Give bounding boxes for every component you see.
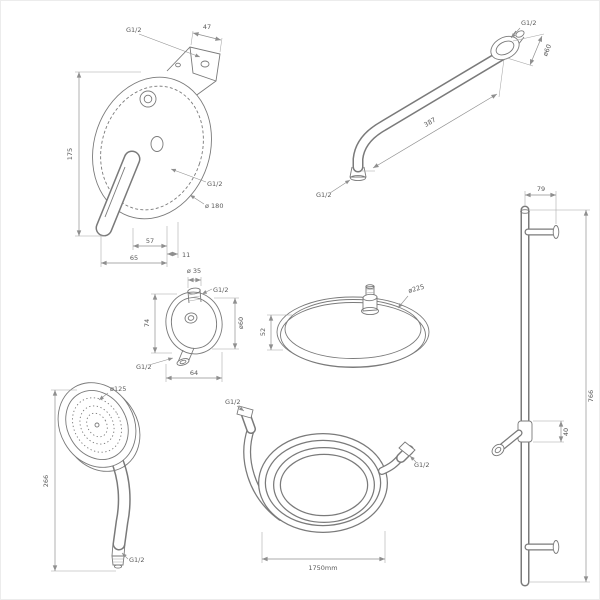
mixer-drawing: 175 G1/2 47 G1/2 ø 180 57 11 65 xyxy=(66,23,223,267)
hose-coil xyxy=(243,425,405,533)
mixer-lever-handle xyxy=(95,150,141,237)
mixer-d11-label: 11 xyxy=(182,251,190,259)
mixer-dimensions: 175 G1/2 47 G1/2 ø 180 57 11 65 xyxy=(66,23,223,267)
mixer-thread-side-label: G1/2 xyxy=(207,180,223,188)
mixer-d65-label: 65 xyxy=(130,254,138,262)
arm-length-label: 387 xyxy=(423,116,438,129)
elbow-stub-dia-label: ø 35 xyxy=(187,267,201,275)
arm-wall-flange xyxy=(490,30,525,61)
mixer-diverter-knob xyxy=(139,90,157,108)
elbow-plate xyxy=(165,291,223,355)
rail-bottom-bracket xyxy=(524,540,560,554)
hand-shower-head xyxy=(57,382,141,472)
arm-flange-dia-label: ø60 xyxy=(541,43,553,57)
mixer-plate-dia-label: ø 180 xyxy=(205,202,223,210)
hand-shower-dimensions: ø125 266 G1/2 xyxy=(42,385,145,572)
hose-thread-out-label: G1/2 xyxy=(414,461,430,469)
arm-tube xyxy=(352,49,508,173)
elbow-outlet-nozzle xyxy=(176,347,195,366)
shower-hose-drawing: G1/2 G1/2 1750mm xyxy=(225,398,430,572)
head-disc-top xyxy=(284,299,422,359)
hose-thread-in-label: G1/2 xyxy=(225,398,241,406)
hand-thread-label: G1/2 xyxy=(129,556,145,564)
arm-thread-wall-label: G1/2 xyxy=(521,19,537,27)
hose-left-fitting xyxy=(236,405,256,434)
elbow-dimensions: ø 35 G1/2 74 ø60 G1/2 64 xyxy=(136,267,245,382)
rail-offset-label: 79 xyxy=(537,185,545,193)
elbow-thread-bottom-label: G1/2 xyxy=(136,363,152,371)
hand-dia-label: ø125 xyxy=(110,385,126,393)
mixer-cartridge xyxy=(150,136,164,152)
mixer-thread-top-label: G1/2 xyxy=(126,26,142,34)
head-dia-label: ø225 xyxy=(407,283,425,295)
mixer-plate-inner xyxy=(100,85,204,211)
rail-holder-label: 40 xyxy=(562,428,570,436)
elbow-depth-label: 64 xyxy=(190,369,198,377)
arm-thread-out-label: G1/2 xyxy=(316,191,332,199)
rail-slider-holder xyxy=(491,420,533,457)
rail-dimensions: 79 766 40 xyxy=(524,185,595,583)
hose-dimensions: G1/2 G1/2 1750mm xyxy=(225,398,430,572)
elbow-hub xyxy=(184,312,198,324)
wall-elbow-drawing: ø 35 G1/2 74 ø60 G1/2 64 xyxy=(136,267,245,382)
rail-top-bracket xyxy=(524,225,560,239)
hand-length-label: 266 xyxy=(42,475,50,487)
elbow-top-stub xyxy=(187,287,202,304)
arm-dimensions: G1/2 ø60 387 G1/2 xyxy=(316,19,553,199)
hand-shower-handle xyxy=(109,451,131,551)
elbow-height-label: 74 xyxy=(143,319,151,327)
hose-right-fitting xyxy=(396,441,416,463)
hand-shower-end-fitting xyxy=(111,542,126,569)
head-height-label: 52 xyxy=(259,328,267,336)
elbow-thread-top-label: G1/2 xyxy=(213,286,229,294)
head-disc-rim xyxy=(280,302,426,368)
hand-shower-drawing: ø125 266 G1/2 xyxy=(42,382,145,572)
rail-bar xyxy=(520,205,530,587)
arm-outlet-nozzle xyxy=(349,166,367,182)
elbow-plate-dia-label: ø60 xyxy=(237,317,245,329)
head-connector xyxy=(361,284,379,316)
mixer-d57-label: 57 xyxy=(146,237,154,245)
mixer-height-label: 175 xyxy=(66,148,74,160)
head-disc-outer xyxy=(276,296,430,368)
overhead-shower-drawing: ø225 52 xyxy=(259,283,430,368)
hose-length-label: 1750mm xyxy=(308,564,337,572)
shower-rail-drawing: 79 766 40 xyxy=(491,185,595,587)
mixer-depth-label: 47 xyxy=(203,23,211,31)
shower-arm-drawing: G1/2 ø60 387 G1/2 xyxy=(316,19,553,199)
rail-height-label: 766 xyxy=(587,390,595,402)
mixer-wall-bracket xyxy=(166,46,221,98)
